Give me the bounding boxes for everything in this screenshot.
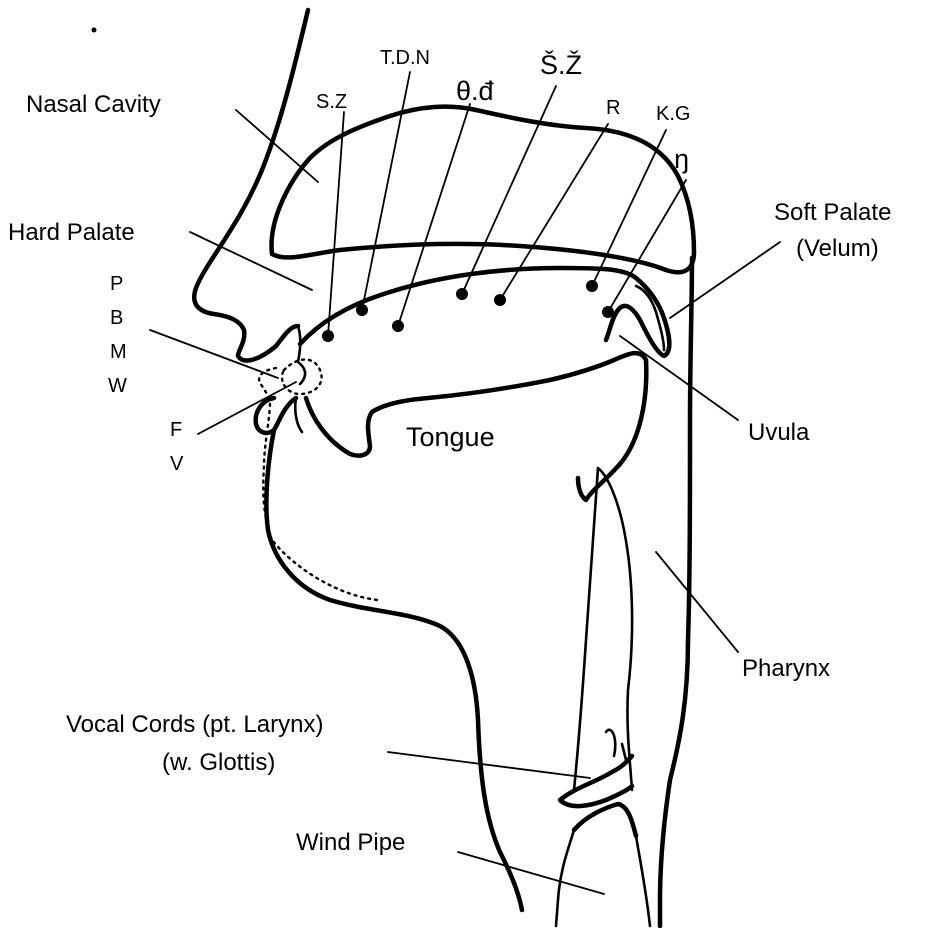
leader-vocal-cords bbox=[388, 752, 590, 778]
label-r: R bbox=[606, 97, 620, 119]
pharynx-back-wall bbox=[660, 258, 692, 926]
lower-teeth bbox=[295, 398, 302, 432]
label-soft-palate: Soft Palate bbox=[774, 199, 891, 226]
label-vocal-cords: Vocal Cords (pt. Larynx) bbox=[66, 711, 323, 738]
label-f: F bbox=[170, 419, 182, 441]
label-sz: S.Z bbox=[316, 91, 347, 113]
label-pharynx: Pharynx bbox=[742, 655, 830, 682]
label-m: M bbox=[110, 341, 127, 363]
leader-tdn bbox=[362, 72, 410, 310]
leader-r bbox=[500, 124, 608, 300]
leader-kg bbox=[592, 130, 666, 286]
leader-wind-pipe bbox=[458, 852, 604, 894]
larynx-shading bbox=[606, 730, 626, 760]
vocal-cords-shape bbox=[560, 756, 636, 836]
label-tdn: T.D.N bbox=[380, 47, 430, 69]
windpipe-wall bbox=[556, 830, 650, 926]
leader-pharynx bbox=[656, 552, 738, 652]
label-v: V bbox=[170, 453, 184, 475]
label-p: P bbox=[110, 273, 123, 295]
label-wind-pipe: Wind Pipe bbox=[296, 829, 405, 856]
label-tongue: Tongue bbox=[406, 422, 495, 452]
label-hard-palate: Hard Palate bbox=[8, 219, 135, 246]
label-uvula: Uvula bbox=[748, 419, 810, 446]
lower-lip bbox=[256, 398, 296, 433]
label-b: B bbox=[110, 307, 123, 329]
leader-soft-palate bbox=[670, 242, 780, 318]
leader-ng bbox=[608, 180, 686, 312]
label-kg: K.G bbox=[656, 103, 690, 125]
label-nasal-cavity: Nasal Cavity bbox=[26, 91, 161, 118]
leader-pbmw bbox=[150, 330, 278, 378]
label-velum: (Velum) bbox=[796, 235, 879, 262]
lip-position-dotted bbox=[259, 368, 378, 600]
label-th: θ.đ bbox=[456, 76, 494, 106]
larynx-front bbox=[574, 468, 598, 790]
label-ng: ŋ bbox=[674, 144, 689, 174]
label-w: W bbox=[108, 375, 127, 397]
stray-dot bbox=[92, 28, 97, 33]
leader-sz bbox=[328, 112, 344, 336]
label-sh-zh: Š.Ž bbox=[540, 49, 582, 80]
leader-uvula bbox=[620, 336, 738, 420]
leader-fv bbox=[198, 382, 296, 434]
upper-teeth bbox=[298, 326, 305, 384]
label-glottis: (w. Glottis) bbox=[162, 749, 275, 776]
